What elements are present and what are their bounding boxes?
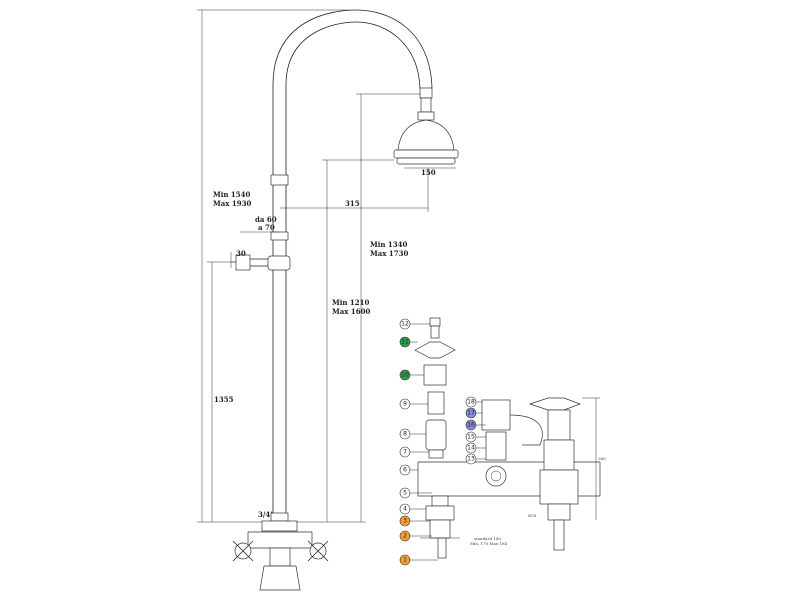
callout-circle (465, 407, 477, 419)
callout-circle (465, 396, 477, 408)
callout-circle (465, 431, 477, 443)
callout-circle (465, 419, 477, 431)
dim-min-head: Min 1340 (370, 240, 408, 249)
dim-max-mid: Max 1600 (332, 307, 371, 316)
callout-circle (465, 442, 477, 454)
callout-number: 16 (467, 422, 475, 429)
callout-number: 5 (403, 490, 407, 497)
callout-circle (399, 515, 411, 527)
dim-thread: 3/4" (258, 510, 274, 519)
callout-number: 18 (467, 399, 475, 406)
dimension-labels: Min 1540 Max 1930 da 60 a 70 315 150 Min… (213, 168, 436, 519)
callout-number: 4 (403, 506, 407, 513)
callout-number: 1 (403, 557, 407, 564)
callout-number: 14 (467, 445, 475, 452)
callout-circle (399, 336, 411, 348)
dim-max-head: Max 1730 (370, 249, 409, 258)
callout-number: 17 (467, 410, 475, 417)
callout-number: 3 (403, 518, 407, 525)
dim-head-150: 150 (421, 168, 436, 177)
callout-number: 15 (467, 434, 475, 441)
callout-number: 13 (467, 456, 475, 463)
dim-da: da 60 (255, 215, 277, 224)
dim-1355: 1355 (214, 395, 234, 404)
dim-min-mid: Min 1210 (332, 298, 370, 307)
shower-column (231, 9, 459, 591)
detail-bottom-note-2: Min. 170 Max 184 (470, 541, 507, 546)
callout-circle (399, 398, 411, 410)
callout-circle (399, 554, 411, 566)
callout-circle (399, 503, 411, 515)
callout-number: 8 (403, 431, 407, 438)
callout-number: 12 (401, 321, 409, 328)
dimension-lines (197, 9, 456, 523)
callout-circle (465, 453, 477, 465)
dim-min-total: Min 1540 (213, 190, 251, 199)
callout-circle (399, 446, 411, 458)
exploded-detail: 260 Ø58 standard 180 Min. 170 Max 184 (414, 317, 606, 559)
callout-number: 9 (403, 401, 407, 408)
dim-30: 30 (236, 249, 246, 258)
callout-number: 2 (403, 533, 407, 540)
callout-number: 11 (401, 339, 409, 346)
callout-number: 7 (403, 449, 407, 456)
callout-circle (399, 487, 411, 499)
detail-bottom-note-1: standard 180 (474, 536, 501, 541)
callout-circle (399, 369, 411, 381)
callout-circle (399, 318, 411, 330)
callout-circle (399, 464, 411, 476)
dim-max-total: Max 1930 (213, 199, 252, 208)
callout-number: 6 (403, 467, 407, 474)
detail-bottom-left: Ø58 (528, 513, 537, 518)
dim-a: a 70 (258, 223, 275, 232)
detail-side-height: 260 (598, 456, 606, 461)
dim-315: 315 (345, 199, 360, 208)
part-callouts: 12 11 10 9 8 7 6 5 4 3 2 1 18 17 16 15 14 13 (399, 318, 486, 566)
callout-circle (399, 428, 411, 440)
callout-circle (399, 530, 411, 542)
callout-number: 10 (401, 372, 409, 379)
